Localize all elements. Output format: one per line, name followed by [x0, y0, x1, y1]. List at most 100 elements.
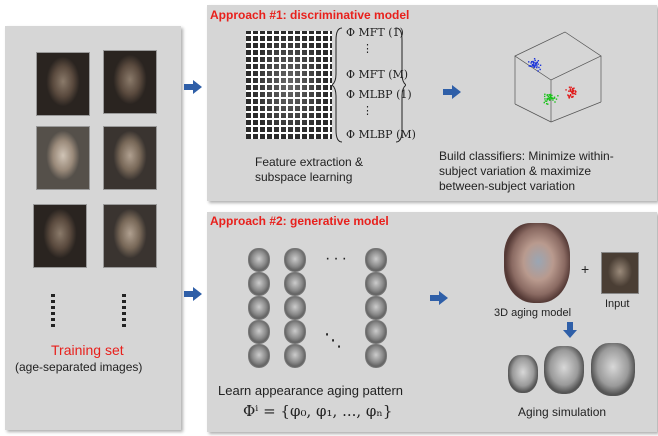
cluster-blue — [528, 58, 542, 72]
cluster-red — [565, 86, 577, 99]
cluster-point — [570, 86, 572, 89]
pattern-caption: Learn appearance aging pattern — [218, 383, 404, 398]
cluster-point — [531, 64, 534, 66]
cluster-point — [550, 97, 552, 99]
model-label: 3D aging model — [494, 307, 572, 319]
cluster-point — [570, 90, 572, 93]
pattern-face — [365, 320, 387, 344]
phi-vdots-2: ⋮ — [362, 104, 373, 117]
cluster-point — [548, 94, 550, 96]
pattern-face — [248, 272, 270, 296]
pattern-face — [284, 272, 306, 296]
simulated-face-1 — [508, 355, 538, 393]
cluster-point — [555, 98, 558, 100]
cluster-point — [543, 101, 545, 104]
cluster-point — [572, 92, 575, 95]
cluster-point — [545, 100, 548, 102]
cluster-point — [534, 59, 536, 62]
cluster-point — [567, 95, 570, 97]
cluster-point — [568, 90, 570, 92]
cluster-point — [537, 60, 540, 62]
cluster-point — [572, 95, 574, 98]
cluster-point — [536, 61, 538, 64]
arrow-right-icon — [430, 291, 448, 305]
pattern-face — [365, 272, 387, 296]
cluster-point — [530, 62, 532, 64]
cluster-point — [544, 93, 546, 96]
training-face-4 — [103, 126, 157, 190]
aging-model-head — [504, 223, 570, 303]
cluster-point — [539, 68, 541, 71]
cluster-point — [569, 88, 572, 91]
input-child-photo — [601, 252, 639, 294]
cluster-point — [531, 65, 533, 67]
vertical-ellipsis-2 — [122, 294, 126, 330]
cluster-point — [567, 94, 569, 96]
feature-caption-line2: subspace learning — [255, 170, 353, 184]
pattern-face — [248, 320, 270, 344]
phi-mlbp-m: Φ MLBP (M) — [346, 128, 416, 141]
cluster-point — [528, 61, 530, 63]
pattern-face — [284, 296, 306, 320]
diagonal-ellipsis: ⋱ — [324, 330, 342, 350]
cluster-point — [546, 98, 548, 100]
aging-pattern-formula: Φⁱ = {φ₀, φ₁, ..., φₙ} — [243, 402, 393, 420]
cluster-point — [573, 92, 576, 95]
cluster-point — [534, 65, 536, 68]
cluster-point — [530, 61, 533, 63]
feature-caption-line1: Feature extraction & — [255, 155, 364, 169]
training-face-2 — [103, 50, 157, 114]
approach1-title: Approach #1: discriminative model — [210, 8, 410, 22]
cluster-point — [550, 95, 552, 97]
cluster-point — [568, 95, 570, 97]
cluster-point — [537, 63, 539, 65]
cluster-point — [571, 96, 573, 98]
cluster-point — [569, 89, 572, 92]
pattern-face — [284, 248, 306, 272]
pattern-face — [248, 248, 270, 272]
cluster-point — [547, 103, 549, 105]
pattern-face — [365, 344, 387, 368]
cluster-point — [546, 98, 549, 101]
cluster-point — [557, 95, 559, 97]
pattern-face — [365, 296, 387, 320]
cluster-point — [575, 90, 577, 93]
feature-grid-image — [246, 31, 332, 139]
training-face-6 — [103, 204, 157, 268]
cluster-point — [529, 65, 532, 67]
simulated-face-2 — [544, 346, 584, 394]
cluster-point — [528, 65, 530, 67]
cluster-point — [549, 94, 551, 97]
cluster-point — [533, 58, 536, 60]
cluster-point — [533, 64, 535, 66]
phi-mlbp-1: Φ MLBP (1) — [346, 88, 412, 101]
cluster-point — [536, 66, 538, 69]
cluster-point — [547, 95, 550, 98]
cluster-point — [543, 95, 546, 98]
cluster-point — [549, 96, 551, 98]
input-label: Input — [605, 298, 630, 310]
pattern-face — [248, 296, 270, 320]
simulated-face-3 — [591, 343, 635, 396]
phi-mft-m: Φ MFT (M) — [346, 68, 409, 81]
cluster-point — [572, 89, 575, 91]
cluster-point — [572, 90, 574, 92]
cluster-point — [534, 64, 537, 66]
pattern-face — [248, 344, 270, 368]
cluster-point — [545, 103, 548, 105]
cluster-point — [553, 97, 556, 99]
phi-mft-1: Φ MFT (1) — [346, 26, 404, 39]
approach2-panel — [207, 212, 657, 432]
cluster-point — [568, 86, 571, 88]
cluster-point — [571, 88, 574, 91]
left-brace — [332, 27, 343, 143]
horizontal-ellipsis: ··· — [325, 250, 350, 267]
scatter-cube — [514, 31, 602, 123]
cluster-point — [549, 93, 551, 96]
classifier-caption-line2: subject variation & maximize — [439, 164, 592, 178]
cluster-point — [536, 65, 538, 67]
arrow-down-icon — [563, 322, 577, 338]
cluster-point — [548, 98, 550, 100]
cluster-point — [553, 96, 556, 98]
arrow-right-icon — [184, 80, 202, 94]
